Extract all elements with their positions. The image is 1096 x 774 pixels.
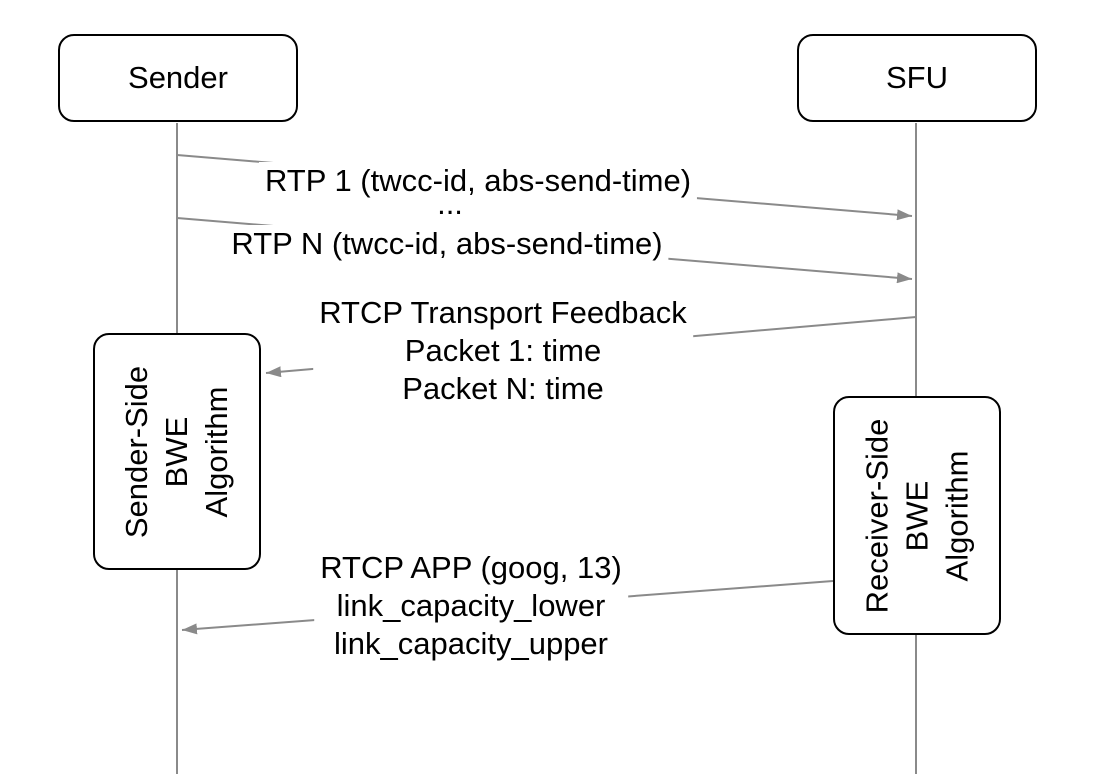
rtp-n-message-label: RTP N (twcc-id, abs-send-time): [225, 225, 669, 263]
rtcp-app-line-2: link_capacity_lower: [336, 588, 606, 623]
sender-side-bwe-label: Sender-Side BWE Algorithm: [117, 365, 237, 537]
sender-side-bwe-box: Sender-Side BWE Algorithm: [93, 333, 261, 570]
receiver-side-bwe-box: Receiver-Side BWE Algorithm: [833, 396, 1001, 635]
rtcp-app-message-label: RTCP APP (goog, 13) link_capacity_lower …: [314, 549, 628, 663]
rtcp-app-line-3: link_capacity_upper: [333, 626, 609, 661]
rtcp-feedback-line-1: RTCP Transport Feedback: [319, 295, 687, 330]
rtcp-feedback-line-3: Packet N: time: [402, 371, 604, 406]
rtp-ellipsis-label: ...: [437, 186, 463, 221]
sender-side-bwe-line-2: BWE: [159, 416, 194, 487]
rtp-1-message-label: RTP 1 (twcc-id, abs-send-time): [258, 162, 698, 200]
receiver-side-bwe-line-3: Algorithm: [939, 450, 975, 581]
receiver-side-bwe-line-1: Receiver-Side: [859, 418, 895, 613]
sender-actor-box: Sender: [58, 34, 298, 122]
sender-side-bwe-line-3: Algorithm: [199, 386, 234, 517]
receiver-side-bwe-label: Receiver-Side BWE Algorithm: [857, 418, 977, 613]
rtcp-feedback-message-label: RTCP Transport Feedback Packet 1: time P…: [313, 294, 693, 408]
rtcp-feedback-line-2: Packet 1: time: [404, 333, 602, 368]
rtcp-app-line-1: RTCP APP (goog, 13): [320, 550, 622, 585]
sender-side-bwe-line-1: Sender-Side: [119, 365, 154, 538]
sfu-actor-box: SFU: [797, 34, 1037, 122]
sender-actor-label: Sender: [128, 60, 228, 95]
sfu-actor-label: SFU: [886, 60, 948, 95]
receiver-side-bwe-line-2: BWE: [899, 480, 935, 551]
